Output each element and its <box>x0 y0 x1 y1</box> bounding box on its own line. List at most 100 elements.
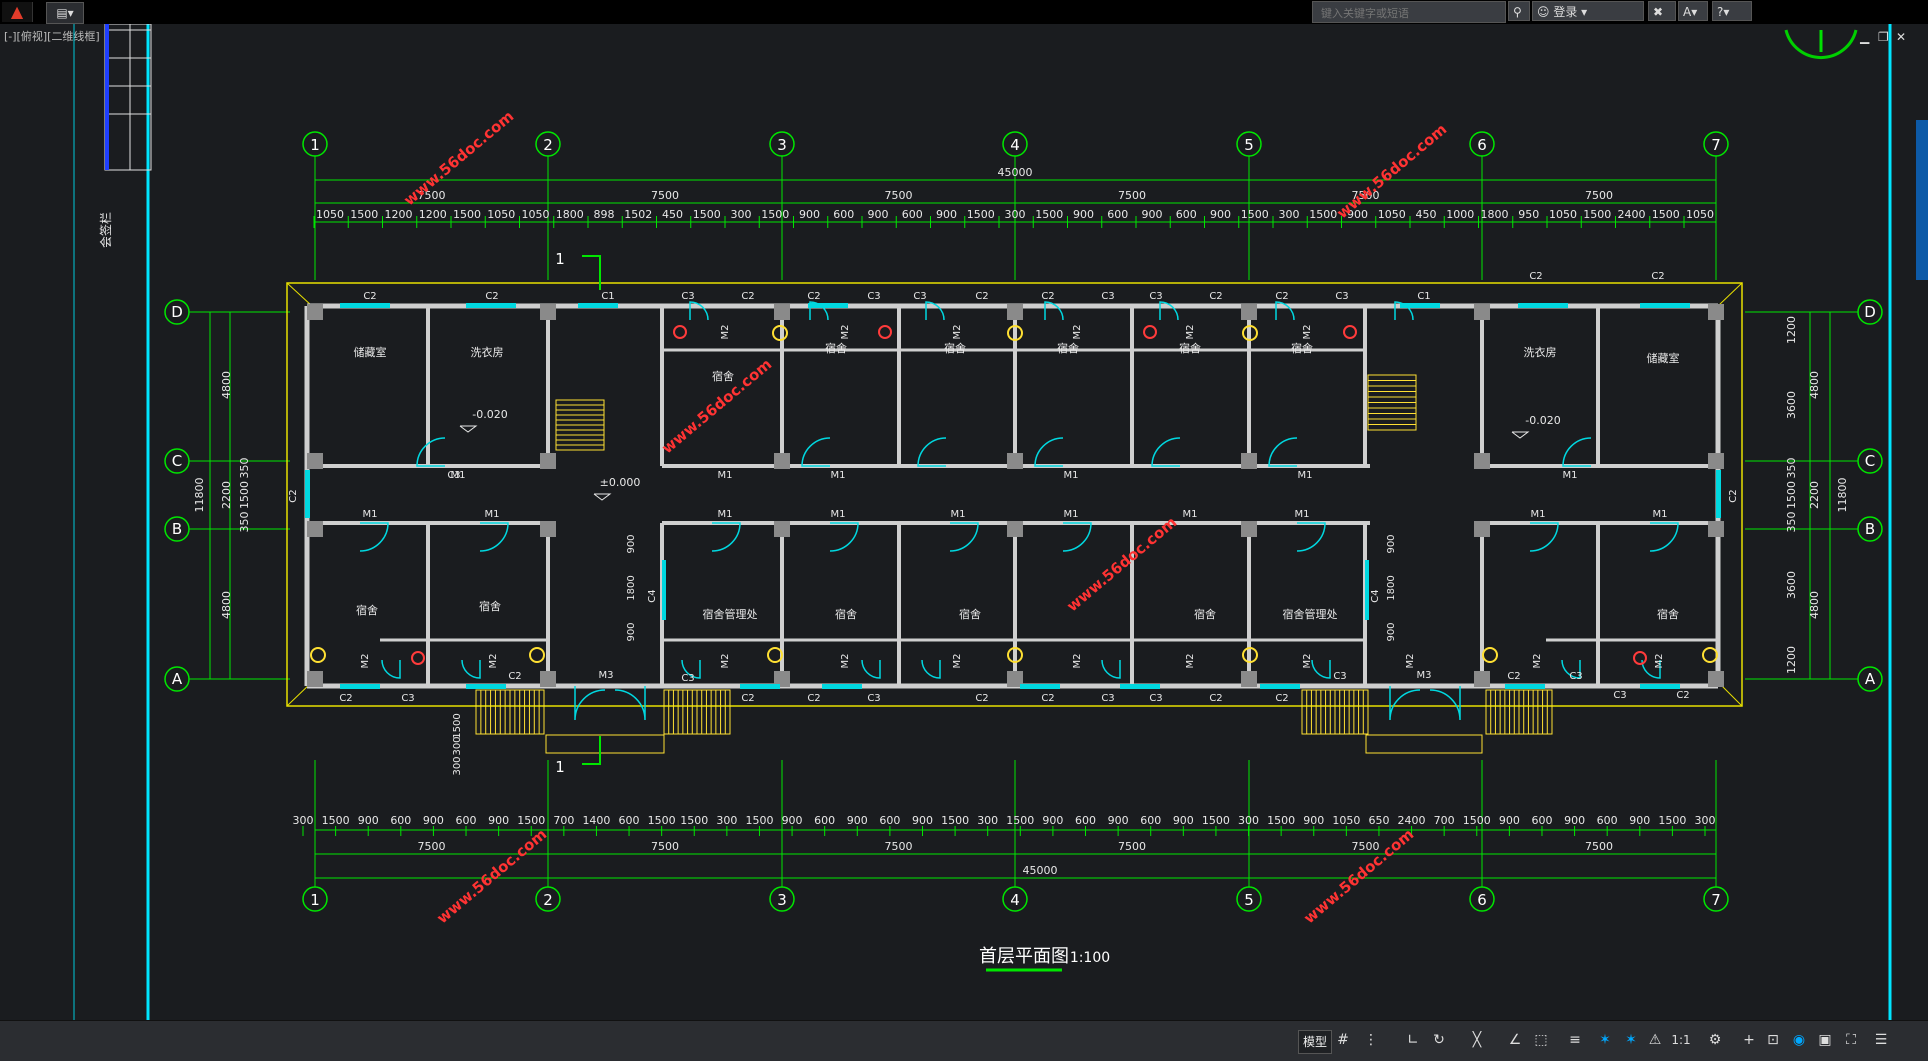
dim-text: 45000 <box>1023 864 1058 877</box>
sink-fixture <box>1007 647 1023 663</box>
title-block-edge <box>105 24 109 170</box>
door-swing <box>1561 659 1581 679</box>
column <box>1708 453 1724 469</box>
dim-text: 900 <box>868 208 889 221</box>
units-icon[interactable]: ⊡ <box>1767 1032 1779 1048</box>
search-box[interactable] <box>1312 1 1506 24</box>
dim-text: 600 <box>814 814 835 827</box>
viewport-label[interactable]: [-][俯视][二维线框] <box>4 30 100 43</box>
door-swing <box>1394 301 1414 321</box>
window <box>305 470 310 518</box>
toilet-fixture <box>1633 651 1647 665</box>
dim-text: 600 <box>1107 208 1128 221</box>
osnap-icon[interactable]: ╳ <box>1472 1032 1482 1048</box>
snap-icon[interactable]: ⋮ <box>1364 1032 1378 1048</box>
window-tag: C2 <box>975 291 988 302</box>
door-tag: M2 <box>488 654 499 669</box>
window-tag: C2 <box>741 693 754 704</box>
column <box>1007 304 1023 320</box>
toilet-fixture <box>1143 325 1157 339</box>
a360-icon[interactable]: A▾ <box>1678 1 1708 21</box>
sink-fixture <box>767 647 783 663</box>
door-tag: M2 <box>840 654 851 669</box>
dim-text: 900 <box>799 208 820 221</box>
model-tab[interactable]: 模型 <box>1298 1030 1333 1054</box>
dim-text: 300 <box>977 814 998 827</box>
axis-label: 5 <box>1244 136 1254 154</box>
window-tag: C4 <box>647 589 658 602</box>
annoscale-icon[interactable]: ✶ <box>1625 1032 1637 1048</box>
sink-fixture <box>310 647 326 663</box>
quick-access-icon[interactable]: ▤▾ <box>46 2 84 24</box>
exchange-icon[interactable]: ✖ <box>1648 1 1676 21</box>
polar-icon[interactable]: ↻ <box>1433 1032 1445 1048</box>
axis-label: B <box>172 520 182 538</box>
axis-label: 4 <box>1010 891 1020 909</box>
axis-label: 7 <box>1711 136 1721 154</box>
window-tag: C2 <box>1651 271 1664 282</box>
lineweight-icon[interactable]: ≡ <box>1569 1032 1581 1048</box>
ortho-icon[interactable]: ∟ <box>1407 1032 1419 1048</box>
dim-text: 1500 <box>761 208 789 221</box>
plus-icon[interactable]: + <box>1743 1032 1755 1048</box>
axis-label: A <box>1865 670 1876 688</box>
dim-text: 1500 <box>1241 208 1269 221</box>
window-tag: C2 <box>1507 671 1520 682</box>
annotation-icon[interactable]: ✶ <box>1599 1032 1611 1048</box>
window-tag: C2 <box>1728 489 1739 502</box>
window-tag: C2 <box>363 291 376 302</box>
hardware-icon[interactable]: ▣ <box>1818 1032 1832 1048</box>
entrance-steps <box>545 734 665 754</box>
dim-text: 1500 <box>745 814 773 827</box>
restore-icon[interactable]: ❐ <box>1878 30 1889 44</box>
column <box>540 671 556 687</box>
door-tag: M2 <box>840 325 851 340</box>
sink-fixture <box>772 325 788 341</box>
dim-text: 3600 <box>1785 391 1798 419</box>
dim-text: 950 <box>1518 208 1539 221</box>
window-tag: C2 <box>1041 693 1054 704</box>
scale-dropdown[interactable]: 1:1 <box>1671 1033 1691 1047</box>
door-swing <box>1268 437 1298 467</box>
dim-text: 1500 <box>1035 208 1063 221</box>
signin-button[interactable]: ☺ 登录 ▾ <box>1532 1 1644 21</box>
window-tag: C3 <box>1149 291 1162 302</box>
anno-visibility-icon[interactable]: ⚠ <box>1648 1032 1662 1048</box>
isolate-icon[interactable]: ◉ <box>1792 1032 1806 1048</box>
dim-text: 7500 <box>1352 189 1380 202</box>
minimize-icon[interactable]: ▁ <box>1860 30 1870 44</box>
dim-text: 600 <box>833 208 854 221</box>
column <box>1007 671 1023 687</box>
dim-text: 900 <box>1386 534 1397 553</box>
close-icon[interactable]: ✕ <box>1896 30 1907 44</box>
window-tag: C3 <box>1101 291 1114 302</box>
customize-icon[interactable]: ☰ <box>1874 1032 1888 1048</box>
autocad-logo-icon[interactable]: ▲ <box>2 2 33 22</box>
search-input[interactable] <box>1319 3 1505 24</box>
dim-text: 7500 <box>651 189 679 202</box>
dim-text: 900 <box>1386 622 1397 641</box>
column <box>307 304 323 320</box>
door-swing <box>681 659 701 679</box>
scrollbar[interactable] <box>1916 120 1928 280</box>
binoculars-icon[interactable]: ⚲ <box>1508 1 1530 21</box>
dim-text: 1500 <box>1463 814 1491 827</box>
dim-text: 1500 <box>1309 208 1337 221</box>
axis-label: D <box>171 303 183 321</box>
grid-icon[interactable]: # <box>1337 1032 1349 1048</box>
window <box>578 303 618 308</box>
window <box>1120 684 1160 689</box>
dim-text: 1500 <box>517 814 545 827</box>
window-tag: C3 <box>401 693 414 704</box>
dim-text: 350 <box>238 512 251 533</box>
gear-icon[interactable]: ⚙ <box>1708 1032 1722 1048</box>
window <box>340 303 390 308</box>
otrack-icon[interactable]: ∠ <box>1508 1032 1522 1048</box>
door-tag: M1 <box>363 509 378 520</box>
window-tag: C2 <box>975 693 988 704</box>
clean-screen-icon[interactable]: ⛶ <box>1846 1032 1856 1048</box>
room-label: 洗衣房 <box>1524 345 1557 359</box>
select-icon[interactable]: ⬚ <box>1534 1032 1548 1048</box>
help-icon[interactable]: ?▾ <box>1712 1 1752 21</box>
